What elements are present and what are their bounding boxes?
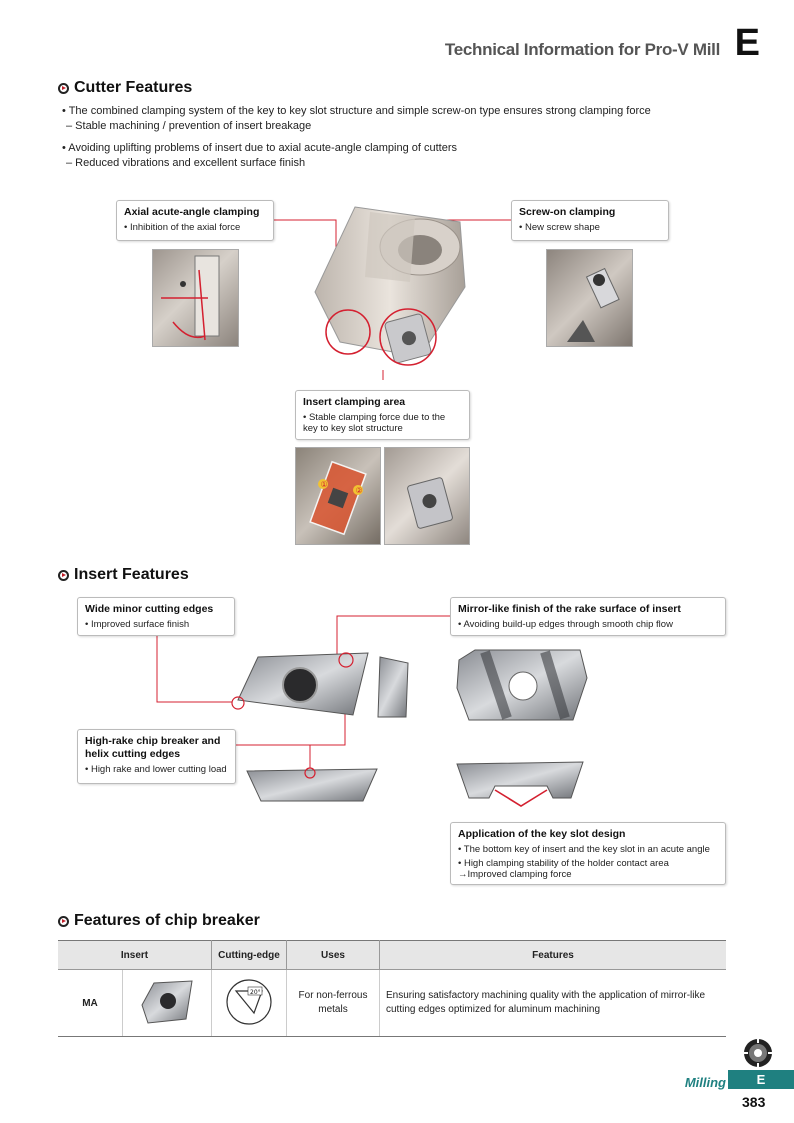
chip-breaker-title: Features of chip breaker — [74, 912, 260, 929]
cutter-features-heading: Cutter Features — [58, 79, 192, 97]
insert-seated-illustration — [407, 477, 453, 529]
cell-insert-name: MA — [58, 969, 123, 1037]
insert-seated-photo — [384, 447, 470, 545]
header-features: Features — [379, 940, 726, 970]
page-header-title: Technical Information for Pro-V Mill — [444, 40, 720, 59]
cutter-bullet-1: • The combined clamping system of the ke… — [62, 105, 651, 117]
callout-desc-2: • High clamping stability of the holder … — [458, 858, 669, 880]
footer-section-label: Milling — [684, 1075, 726, 1090]
cutting-edge-angle-icon: 20° — [226, 978, 272, 1025]
table-header-row: Insert Cutting-edge Uses Features — [58, 940, 726, 970]
milling-cutter-icon — [743, 1038, 773, 1068]
mark-1: ① — [321, 480, 328, 489]
screw-clamping-photo — [546, 249, 633, 347]
chip-breaker-heading: Features of chip breaker — [58, 912, 260, 930]
section-arrow-icon — [58, 569, 69, 581]
page-number: 383 — [742, 1094, 766, 1110]
callout-wide-minor-edges: Wide minor cutting edges • Improved surf… — [77, 597, 235, 636]
callout-screw-clamping: Screw-on clamping • New screw shape — [511, 200, 669, 241]
callout-mirror-finish: Mirror-like finish of the rake surface o… — [450, 597, 726, 636]
angle-label: 20° — [250, 989, 261, 996]
callout-title: Application of the key slot design — [458, 828, 626, 840]
table-row: MA 20° For non-ferrous metals Ensuring s… — [58, 969, 726, 1037]
cell-features: Ensuring satisfactory machining quality … — [379, 969, 726, 1037]
chip-breaker-table: Insert Cutting-edge Uses Features MA 20°… — [58, 940, 726, 1037]
callout-axial-clamping: Axial acute-angle clamping • Inhibition … — [116, 200, 274, 241]
cell-uses: For non-ferrous metals — [286, 969, 380, 1037]
header-cutting-edge: Cutting-edge — [211, 940, 287, 970]
cutter-features-title: Cutter Features — [74, 79, 193, 96]
section-arrow-icon — [58, 915, 69, 927]
axial-angle-illustration — [161, 255, 220, 341]
insert-features-heading: Insert Features — [58, 566, 189, 584]
callout-high-rake: High-rake chip breaker and helix cutting… — [77, 729, 236, 784]
cutter-subbullet-1: – Stable machining / prevention of inser… — [66, 120, 312, 132]
callout-desc-1: • The bottom key of insert and the key s… — [458, 844, 710, 855]
insert-features-title: Insert Features — [74, 566, 189, 583]
callout-key-slot-design: Application of the key slot design • The… — [450, 822, 726, 885]
section-arrow-icon — [58, 82, 69, 94]
cutter-bullet-2: • Avoiding uplifting problems of insert … — [62, 142, 457, 154]
callout-desc: • Improved surface finish — [85, 619, 190, 630]
callout-desc: • High rake and lower cutting load — [85, 764, 227, 775]
callout-title: Insert clamping area — [303, 396, 406, 408]
ma-insert-image — [141, 979, 193, 1024]
callout-insert-clamping-area: Insert clamping area • Stable clamping f… — [295, 390, 470, 440]
callout-desc: • Stable clamping force due to the key t… — [303, 412, 446, 434]
callout-desc: • New screw shape — [519, 222, 600, 233]
cell-insert-image — [122, 969, 212, 1037]
insert-side-image — [246, 767, 378, 802]
mark-2: ② — [356, 486, 363, 495]
insert-key-image — [456, 761, 584, 807]
callout-title: Mirror-like finish of the rake surface o… — [458, 603, 681, 615]
key-slot-illustration: ① ② — [309, 460, 367, 536]
axial-clamping-photo — [152, 249, 239, 347]
cell-cutting-edge: 20° — [211, 969, 287, 1037]
cutter-bullets: • The combined clamping system of the ke… — [62, 104, 742, 171]
insert-top-image — [231, 652, 409, 718]
callout-title: Wide minor cutting edges — [85, 603, 214, 615]
callout-desc: • Inhibition of the axial force — [124, 222, 241, 233]
key-slot-photo: ① ② — [295, 447, 381, 545]
callout-desc: • Avoiding build-up edges through smooth… — [458, 619, 673, 630]
screw-illustration — [567, 267, 620, 342]
insert-mirror-image — [456, 649, 588, 721]
header-insert: Insert — [58, 940, 212, 970]
footer-section-letter: E — [728, 1070, 794, 1089]
section-letter: E — [734, 22, 760, 64]
cutter-body-image — [314, 206, 466, 366]
callout-title: Screw-on clamping — [519, 206, 616, 218]
header-uses: Uses — [286, 940, 380, 970]
callout-title: High-rake chip breaker and helix cutting… — [85, 735, 221, 760]
callout-title: Axial acute-angle clamping — [124, 206, 260, 218]
cutter-subbullet-2: – Reduced vibrations and excellent surfa… — [66, 157, 306, 169]
